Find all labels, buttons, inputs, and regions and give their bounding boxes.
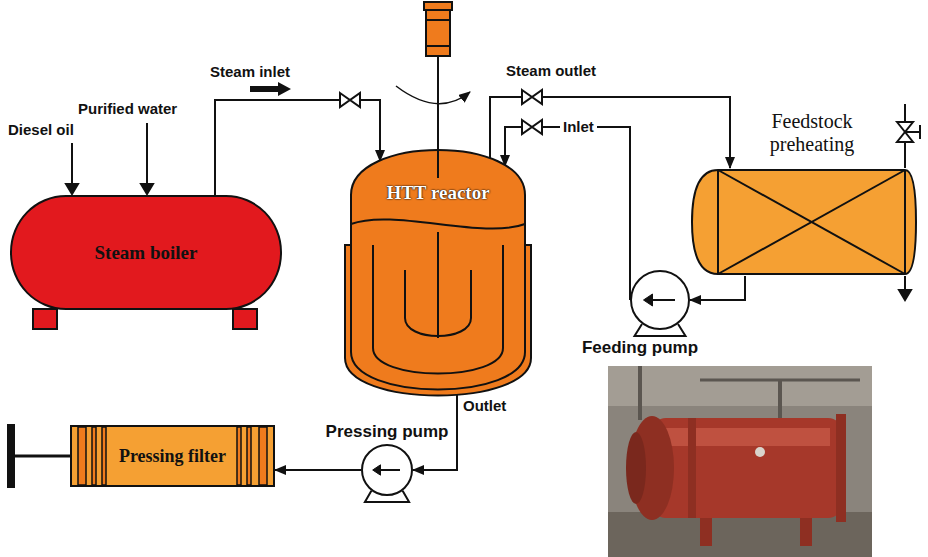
pump-casing: [362, 445, 412, 495]
preheater-drain-pipe: [905, 131, 920, 133]
preheater-vessel: [690, 168, 918, 276]
steam-boiler: Steam boiler: [10, 195, 282, 310]
pipe-connector: [490, 97, 730, 168]
stirrer-motor: [424, 2, 452, 10]
filter-plate: [78, 427, 86, 485]
preheater-photo: [638, 366, 642, 420]
node-text: Pressing pump: [326, 422, 449, 442]
filter-plate: [102, 427, 106, 485]
stirrer-motor: [426, 19, 450, 21]
pressing-pump: Pressing pump: [317, 422, 457, 508]
pipe-label: Outlet: [463, 397, 506, 415]
node-text: Pressing filter: [115, 446, 230, 467]
filter-plate: [247, 427, 251, 485]
pipe-label: Inlet: [560, 118, 597, 136]
feed-arrows: [71, 143, 73, 186]
preheater-photo: [608, 366, 872, 557]
pump-flow: [379, 469, 400, 471]
preheater-photo: [836, 414, 846, 522]
stirrer-shaft: [437, 232, 439, 338]
stirrer-motor: [426, 10, 450, 56]
preheater-photo: [652, 418, 842, 518]
feed-arrows: [66, 184, 78, 194]
pump-flow-head: [373, 465, 381, 475]
node-text: HTT reactor: [382, 182, 493, 204]
preheater-drain-pipe: [899, 290, 911, 300]
stirrer-motor: [426, 45, 450, 47]
preheater-photo: [688, 418, 696, 518]
filter-frame: [12, 455, 70, 458]
stirrer-motor: [396, 86, 470, 104]
filter-plate: [259, 427, 267, 485]
boiler-feet: [33, 309, 57, 329]
pump-casing: [631, 271, 689, 329]
stirrer-motor: [437, 56, 439, 136]
valve-symbol: [522, 120, 542, 134]
filter-frame: [8, 425, 70, 487]
boiler-feet: [33, 309, 257, 329]
preheater-photo: [608, 366, 872, 557]
boiler-feet: [233, 309, 257, 329]
input-label: Purified water: [78, 100, 177, 118]
pump-flow: [651, 299, 675, 301]
feed-arrows: [66, 123, 153, 194]
valve-symbol: [340, 90, 542, 134]
pipe-label: Steam inlet: [210, 63, 290, 81]
stirrer-motor: [396, 2, 470, 136]
pipe-connector: [275, 469, 361, 471]
preheater-tube: [718, 170, 905, 274]
preheater-photo: [778, 380, 782, 420]
valve-symbol: [522, 90, 542, 104]
stirrer-shaft: [437, 135, 439, 178]
pump-symbol: [361, 444, 413, 504]
preheater-photo: [660, 428, 830, 446]
preheater-flange: [717, 170, 719, 274]
pipe-connector: [690, 276, 745, 300]
valve-symbol: [340, 93, 360, 107]
htt-reactor: HTT reactor: [343, 120, 533, 408]
preheater-shell: [692, 170, 916, 274]
node-text: Feeding pump: [582, 338, 698, 358]
feeding-pump: Feeding pump: [560, 268, 720, 368]
pressing-filter: Pressing filter: [70, 425, 275, 487]
feedstock-preheater: Feedstock preheating: [690, 104, 918, 278]
filter-plate: [237, 427, 241, 485]
input-label: Diesel oil: [8, 121, 74, 139]
preheater-photo: [608, 366, 872, 406]
steam-direction-arrow: [250, 82, 291, 96]
preheater-tube: [718, 170, 905, 274]
preheater-flange: [904, 170, 906, 274]
feed-arrows: [141, 184, 153, 194]
preheater-photo: [626, 432, 646, 504]
pump-flow-head: [644, 294, 653, 306]
reactor-shell: [351, 150, 525, 390]
reactor-liquid-line: [351, 219, 525, 228]
pump-symbol: [630, 270, 690, 338]
filter-frame: [8, 425, 14, 487]
preheater-photo: [755, 447, 765, 457]
node-text: Feedstock preheating: [742, 110, 882, 156]
feed-arrows: [146, 123, 148, 186]
preheater-drain-pipe: [919, 125, 921, 139]
pipe-label: Steam outlet: [506, 62, 596, 80]
reactor-vessel: [343, 120, 533, 408]
filter-plate: [92, 427, 96, 485]
node-text: Steam boiler: [95, 242, 198, 264]
